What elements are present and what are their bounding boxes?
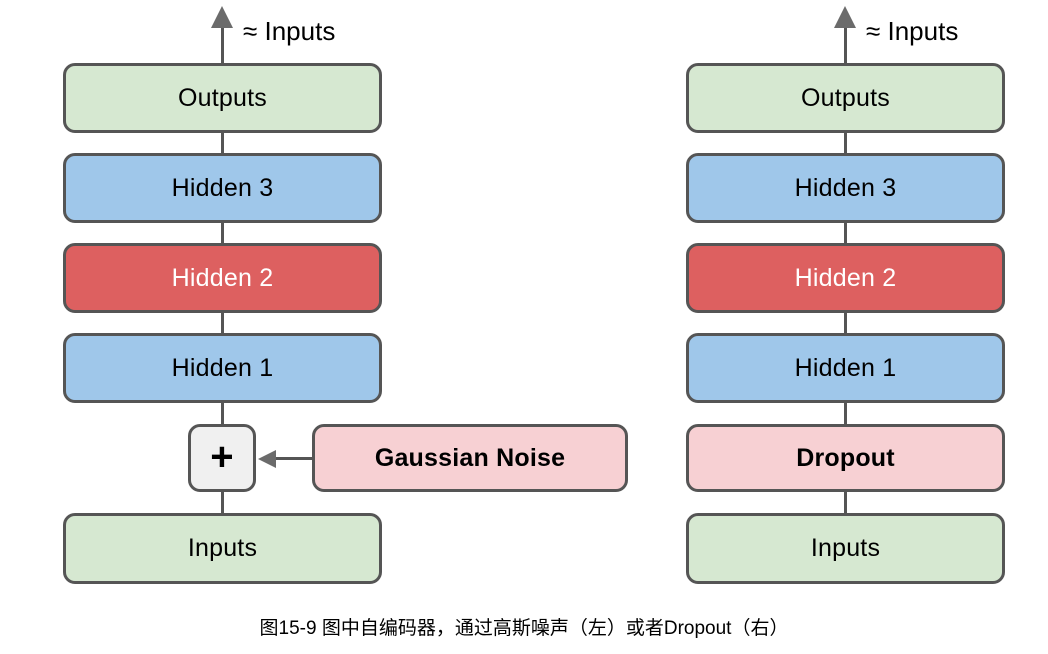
right-top-label: ≈ Inputs <box>866 16 959 46</box>
right-layer-hidden-1[interactable]: Hidden 1 <box>686 333 1005 403</box>
right-connector-hidden2-hidden1 <box>844 310 847 338</box>
left-connector-hidden3-hidden2 <box>221 220 224 248</box>
left-layer-plus-operator[interactable]: + <box>188 424 256 492</box>
left-gaussian-noise-label: Gaussian Noise <box>374 443 566 472</box>
right-connector-outputs-hidden3 <box>844 130 847 158</box>
right-layer-hidden-3-label: Hidden 3 <box>794 173 897 202</box>
left-noise-arrow-head-icon <box>258 450 276 468</box>
right-layer-hidden-3[interactable]: Hidden 3 <box>686 153 1005 223</box>
left-layer-hidden-1-label: Hidden 1 <box>171 353 274 382</box>
left-connector-hidden1-plus <box>221 400 224 426</box>
left-layer-inputs[interactable]: Inputs <box>63 513 382 584</box>
right-connector-dropout-inputs <box>844 490 847 516</box>
left-layer-hidden-2-label: Hidden 2 <box>171 263 274 292</box>
left-top-arrow-stem <box>221 24 224 72</box>
left-gaussian-noise-node[interactable]: Gaussian Noise <box>312 424 628 492</box>
left-layer-outputs[interactable]: Outputs <box>63 63 382 133</box>
left-connector-noise-to-plus <box>274 457 314 460</box>
right-dropout-label: Dropout <box>796 443 895 472</box>
left-connector-plus-inputs <box>221 490 224 516</box>
left-layer-hidden-1[interactable]: Hidden 1 <box>63 333 382 403</box>
left-top-arrow-head-icon <box>211 6 233 28</box>
right-layer-inputs-label: Inputs <box>810 534 881 562</box>
left-layer-hidden-3-label: Hidden 3 <box>171 173 274 202</box>
right-connector-hidden3-hidden2 <box>844 220 847 248</box>
right-top-arrow-head-icon <box>834 6 856 28</box>
left-layer-hidden-2[interactable]: Hidden 2 <box>63 243 382 313</box>
left-top-label: ≈ Inputs <box>243 16 336 46</box>
right-layer-hidden-2-label: Hidden 2 <box>794 263 897 292</box>
right-layer-hidden-1-label: Hidden 1 <box>794 353 897 382</box>
left-layer-hidden-3[interactable]: Hidden 3 <box>63 153 382 223</box>
left-connector-hidden2-hidden1 <box>221 310 224 338</box>
plus-icon: + <box>210 434 234 479</box>
right-top-arrow-stem <box>844 24 847 72</box>
right-layer-hidden-2[interactable]: Hidden 2 <box>686 243 1005 313</box>
left-layer-inputs-label: Inputs <box>187 534 258 562</box>
right-layer-outputs-label: Outputs <box>801 83 890 112</box>
left-layer-outputs-label: Outputs <box>178 83 267 112</box>
right-layer-outputs[interactable]: Outputs <box>686 63 1005 133</box>
right-layer-inputs[interactable]: Inputs <box>686 513 1005 584</box>
right-connector-hidden1-dropout <box>844 400 847 426</box>
figure-caption: 图15-9 图中自编码器，通过高斯噪声（左）或者Dropout（右） <box>259 618 789 639</box>
left-connector-outputs-hidden3 <box>221 130 224 158</box>
right-dropout-node[interactable]: Dropout <box>686 424 1005 492</box>
